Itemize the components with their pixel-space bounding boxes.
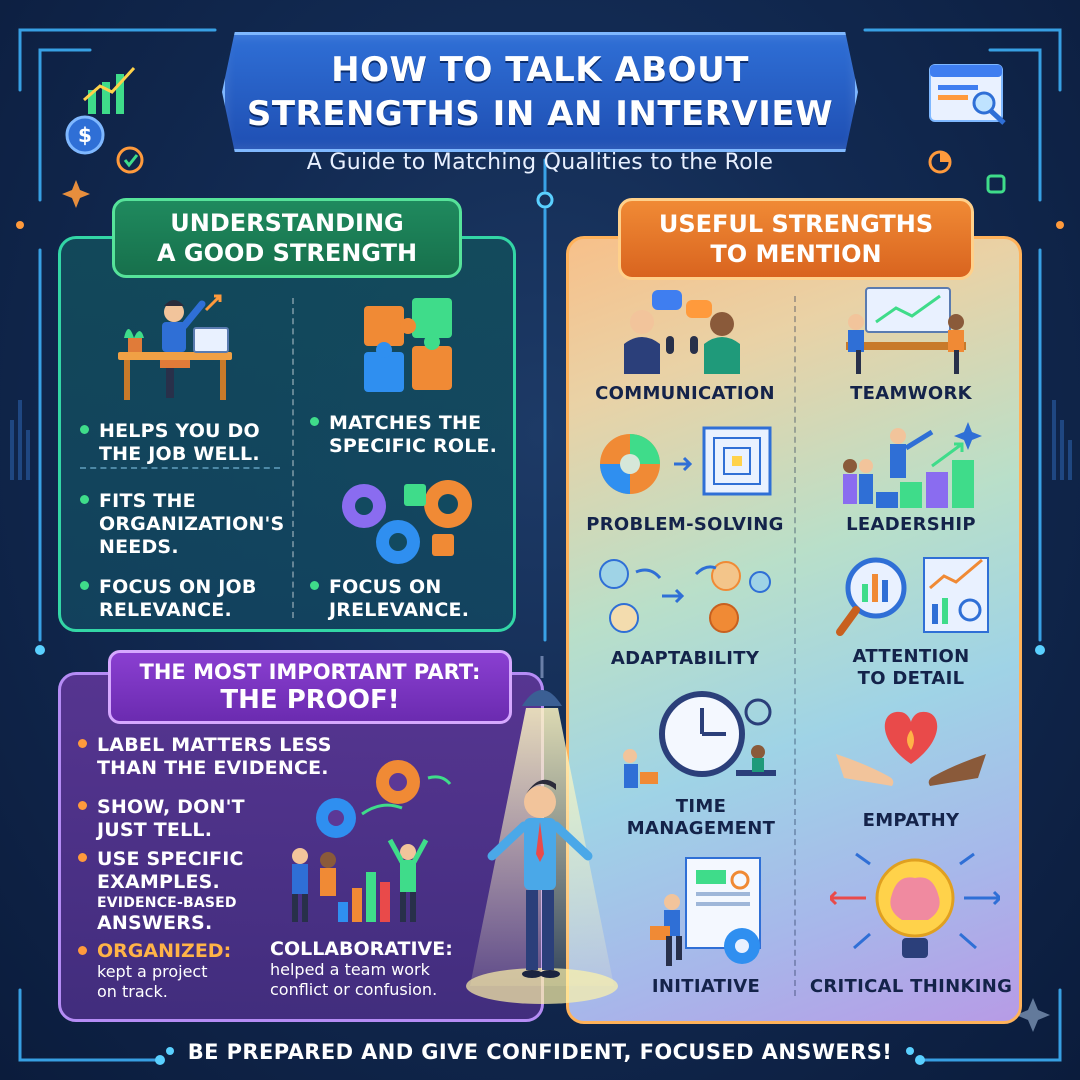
page-title-line1: HOW TO TALK ABOUT (331, 50, 749, 90)
spotlight-presenter-icon (466, 656, 618, 1004)
puzzle-pieces-icon (364, 298, 452, 392)
proof-heading: THE MOST IMPORTANT PART: THE PROOF! (108, 650, 512, 724)
dollar-coin-icon: $ (65, 115, 105, 155)
title-banner: HOW TO TALK ABOUT STRENGTHS IN AN INTERV… (222, 32, 858, 152)
strength-empathy: EMPATHY (862, 810, 960, 831)
strength-teamwork: TEAMWORK (850, 383, 972, 404)
strength-critical-thinking: CRITICAL THINKING (809, 976, 1013, 997)
attention-to-detail-icon (836, 557, 989, 636)
bullet-focus-job-relevance: FOCUS ON JOB RELEVANCE. (80, 576, 257, 622)
page-subtitle: A Guide to Matching Qualities to the Rol… (306, 150, 774, 175)
useful-heading-line2: TO MENTION (710, 240, 882, 268)
useful-heading-line1: USEFUL STRENGTHS (658, 210, 934, 238)
adaptability-icon (599, 559, 771, 633)
problem-solving-icon (600, 426, 772, 496)
bullet-fits-organization: FITS THE ORGANIZATION'S NEEDS. (80, 490, 284, 559)
critical-thinking-icon (830, 852, 1000, 958)
bullet-divider (80, 467, 280, 469)
bullet-focus-relevance: FOCUS ON JRELEVANCE. (310, 576, 469, 622)
understanding-heading-line2: A GOOD STRENGTH (156, 239, 418, 267)
organized-example: ORGANIZED: kept a project on track. (78, 940, 231, 1002)
team-celebrating-icon (292, 760, 452, 922)
understanding-heading: UNDERSTANDING A GOOD STRENGTH (112, 198, 462, 278)
proof-heading-line2: THE PROOF! (220, 685, 400, 715)
understanding-heading-line1: UNDERSTANDING (170, 209, 404, 237)
panel-divider (292, 298, 294, 618)
bullet-helps-job: HELPS YOU DO THE JOB WELL. (80, 420, 260, 466)
gears-icon (342, 480, 472, 564)
strength-adaptability: ADAPTABILITY (610, 648, 760, 669)
proof-panel (58, 672, 544, 1022)
strength-leadership: LEADERSHIP (846, 514, 976, 535)
time-management-icon (623, 691, 776, 788)
strength-initiative: INITIATIVE (651, 976, 761, 997)
initiative-icon (650, 857, 761, 966)
collaborative-example: COLLABORATIVE: helped a team work confli… (270, 938, 453, 999)
strength-attention-to-detail: ATTENTION TO DETAIL (852, 646, 970, 689)
page-title-line2: STRENGTHS IN AN INTERVIEW (246, 94, 834, 134)
empathy-icon (836, 711, 986, 786)
bullet-label-evidence: LABEL MATTERS LESS THAN THE EVIDENCE. (78, 734, 332, 780)
bullet-matches-role: MATCHES THE SPECIFIC ROLE. (310, 412, 497, 458)
proof-heading-line1: THE MOST IMPORTANT PART: (139, 660, 481, 684)
strength-communication: COMMUNICATION (595, 383, 775, 404)
svg-text:$: $ (78, 123, 92, 147)
bullet-show-dont-tell: SHOW, DON'T JUST TELL. (78, 796, 245, 842)
strength-time-management: TIME MANAGEMENT (626, 796, 776, 839)
growth-chart-icon (83, 66, 136, 114)
worker-at-desk-icon (118, 294, 232, 400)
leadership-icon (843, 422, 982, 508)
teamwork-icon (846, 287, 966, 374)
strengths-divider (794, 296, 796, 996)
useful-strengths-heading: USEFUL STRENGTHS TO MENTION (618, 198, 974, 280)
communication-icon (624, 290, 740, 374)
footer-message: BE PREPARED AND GIVE CONFIDENT, FOCUSED … (0, 1040, 1080, 1064)
bullet-specific-examples: USE SPECIFIC EXAMPLES. EVIDENCE-BASED AN… (78, 848, 244, 935)
strength-problem-solving: PROBLEM-SOLVING (586, 514, 784, 535)
browser-window-icon (929, 64, 1006, 125)
